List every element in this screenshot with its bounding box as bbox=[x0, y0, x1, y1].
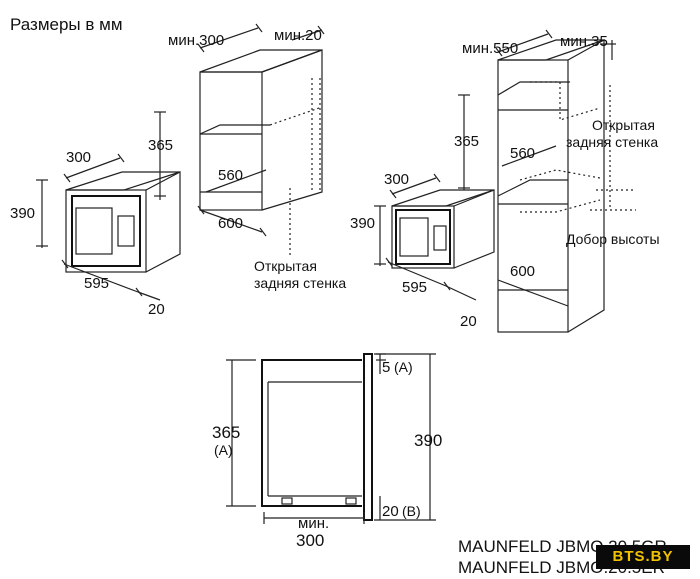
right-min35-label: мин.35 bbox=[560, 33, 608, 50]
left-open-back-line1: Открытая bbox=[254, 258, 317, 274]
right-w560-label: 560 bbox=[510, 145, 535, 162]
right-oven-depth-label: 300 bbox=[384, 171, 409, 188]
left-cabinet bbox=[199, 49, 323, 258]
left-microwave-oven bbox=[65, 171, 181, 273]
left-h365-label: 365 bbox=[148, 137, 173, 154]
right-microwave-oven bbox=[391, 189, 495, 269]
section-top5-a-label: (A) bbox=[394, 359, 413, 375]
left-oven-width-label: 595 bbox=[84, 275, 109, 292]
section-bottom20-b-label: (B) bbox=[402, 503, 421, 519]
section-h390-label: 390 bbox=[414, 431, 442, 450]
left-dimension-lines bbox=[154, 23, 325, 237]
right-min550-label: мин.550 bbox=[462, 40, 518, 57]
right-w600-label: 600 bbox=[510, 263, 535, 280]
right-open-back-line2: задняя стенка bbox=[566, 134, 658, 150]
right-dimension-lines bbox=[458, 29, 616, 307]
right-height-add-label: Добор высоты bbox=[566, 231, 660, 247]
left-oven-dimension-lines bbox=[36, 153, 161, 301]
page-title: Размеры в мм bbox=[10, 15, 123, 34]
right-tall-cabinet bbox=[497, 38, 636, 333]
right-open-back-line1: Открытая bbox=[592, 117, 655, 133]
right-oven-width-label: 595 bbox=[402, 279, 427, 296]
section-bottom20-label: 20 bbox=[382, 503, 399, 520]
left-w600-label: 600 bbox=[218, 215, 243, 232]
section-min-label: мин. bbox=[298, 515, 329, 532]
left-oven-height-label: 390 bbox=[10, 205, 35, 222]
right-oven-height-label: 390 bbox=[350, 215, 375, 232]
right-oven-front-label: 20 bbox=[460, 313, 477, 330]
left-w560-label: 560 bbox=[218, 167, 243, 184]
right-h365-label: 365 bbox=[454, 133, 479, 150]
section-depth300-label: 300 bbox=[296, 531, 324, 550]
left-oven-front-label: 20 bbox=[148, 301, 165, 318]
left-oven-depth-label: 300 bbox=[66, 149, 91, 166]
left-min20-label: мин.20 bbox=[274, 27, 322, 44]
left-min300-label: мин.300 bbox=[168, 32, 224, 49]
section-h365-a-label: (A) bbox=[214, 442, 233, 458]
right-oven-dimension-lines bbox=[374, 173, 477, 301]
section-top5-label: 5 bbox=[382, 359, 390, 376]
bts-by-logo: BTS.BY bbox=[596, 545, 690, 569]
left-open-back-line2: задняя стенка bbox=[254, 275, 346, 291]
section-h365-label: 365 bbox=[212, 423, 240, 442]
section-view bbox=[226, 353, 436, 524]
